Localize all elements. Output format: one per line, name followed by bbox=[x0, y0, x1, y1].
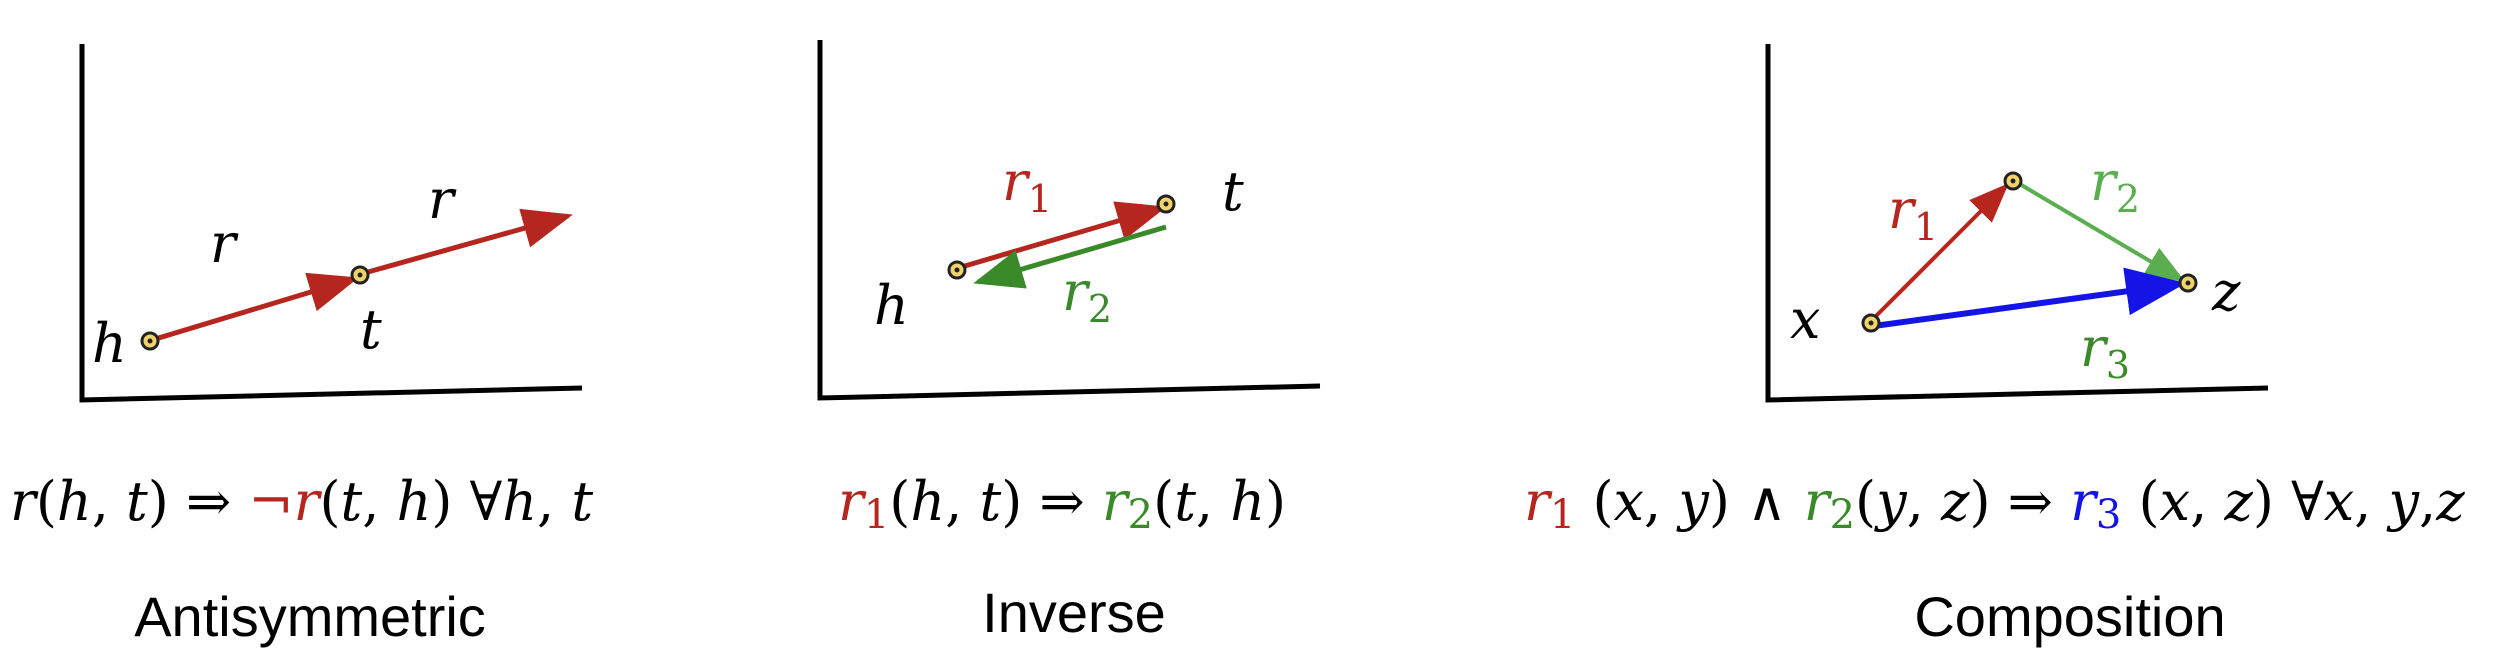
panel-antisymmetric: h t r r r(h, t) ⇒ ¬r(t, h) ∀h, t Antisym… bbox=[10, 44, 593, 648]
node-t bbox=[1156, 194, 1176, 214]
axes bbox=[79, 44, 583, 403]
formula-antisymmetric: r(h, t) ⇒ ¬r(t, h) ∀h, t bbox=[10, 470, 593, 533]
node-z bbox=[2178, 273, 2198, 293]
node-y bbox=[2003, 171, 2023, 191]
label-h: h bbox=[874, 274, 909, 337]
title-inverse: Inverse bbox=[982, 581, 1166, 644]
panel-inverse: h t r1 r2 r1(h, t) ⇒ r2(t, h) Inverse bbox=[817, 40, 1321, 644]
node-t bbox=[350, 265, 370, 285]
label-r3: r3 bbox=[2080, 316, 2130, 387]
arrow-r2-t-to-h bbox=[973, 224, 1167, 289]
axes bbox=[817, 40, 1321, 401]
label-r2: r2 bbox=[2090, 150, 2140, 221]
label-t: t bbox=[360, 298, 382, 361]
label-r1: r1 bbox=[1002, 150, 1052, 221]
arrow-r3-x-to-z bbox=[1873, 267, 2186, 329]
arrow-r-h-to-t bbox=[151, 272, 359, 343]
label-x: x bbox=[1790, 288, 1820, 351]
label-r-left: r bbox=[210, 212, 239, 275]
label-h: h bbox=[92, 312, 127, 375]
label-r-right: r bbox=[428, 168, 457, 231]
formula-inverse: r1(h, t) ⇒ r2(t, h) bbox=[838, 470, 1286, 538]
panel-composition: x z r1 r2 r3 r1 (x, y) ∧ r2(y, z) ⇒ r3 (… bbox=[1524, 44, 2465, 648]
label-z: z bbox=[2211, 260, 2241, 323]
node-h bbox=[140, 331, 160, 351]
arrow-r2-y-to-z bbox=[2016, 181, 2186, 283]
arrow-r1-x-to-y bbox=[1870, 183, 2009, 322]
arrow-r-t-onward bbox=[367, 208, 573, 275]
formula-composition: r1 (x, y) ∧ r2(y, z) ⇒ r3 (x, z) ∀x, y,z bbox=[1524, 470, 2465, 538]
label-t: t bbox=[1222, 160, 1244, 223]
node-x bbox=[1861, 313, 1881, 333]
label-r1: r1 bbox=[1888, 178, 1938, 249]
title-composition: Composition bbox=[1914, 585, 2225, 648]
axes bbox=[1765, 44, 2269, 403]
label-r2: r2 bbox=[1062, 260, 1112, 331]
title-antisymmetric: Antisymmetric bbox=[134, 585, 486, 648]
node-h bbox=[947, 260, 967, 280]
